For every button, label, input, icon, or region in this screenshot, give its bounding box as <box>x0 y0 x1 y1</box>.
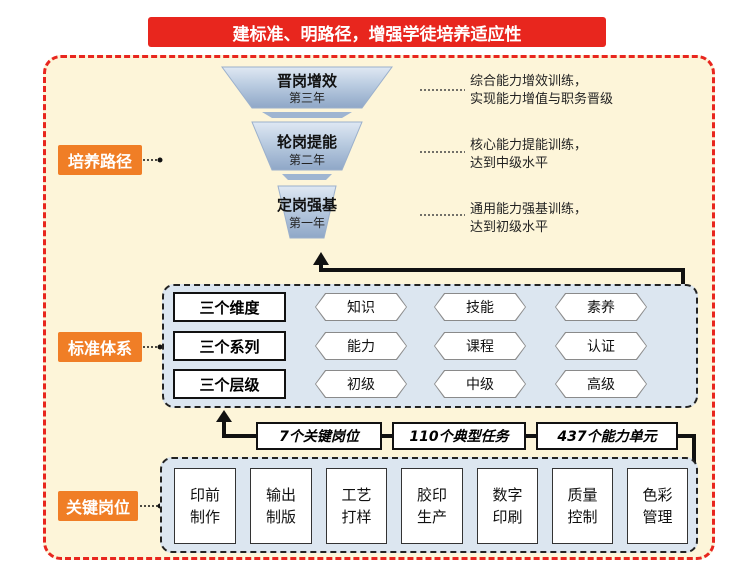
step-line: 质量 <box>567 486 598 504</box>
note-line: 达到中级水平 <box>470 156 549 171</box>
step-line: 印刷 <box>492 508 523 526</box>
hex-label: 课程 <box>435 333 525 359</box>
funnel-arrow-head <box>313 252 329 265</box>
step-box: 胶印生产 <box>401 468 463 544</box>
hex-label: 高级 <box>556 371 646 397</box>
note-line: 通用能力强基训练， <box>470 202 588 217</box>
funnel-tier-3 <box>221 66 393 109</box>
hex-item: 高级 <box>555 370 647 398</box>
hex-label: 初级 <box>316 371 406 397</box>
tier-year: 第三年 <box>288 91 325 105</box>
tier-title: 晋岗增效 <box>276 72 337 90</box>
hex-item: 知识 <box>315 293 407 321</box>
tier-1: 定岗强基 第一年 <box>262 192 352 234</box>
hex-label: 认证 <box>556 333 646 359</box>
step-box: 数字印刷 <box>477 468 538 544</box>
dimension-label: 三个层级 <box>173 369 286 399</box>
step-line: 生产 <box>416 508 447 526</box>
tier-year: 第一年 <box>288 216 325 230</box>
step-box: 质量控制 <box>552 468 613 544</box>
hex-label: 能力 <box>316 333 406 359</box>
step-line: 输出 <box>265 486 296 504</box>
count-tasks: 110个典型任务 <box>392 422 526 450</box>
counts-arrow-head <box>216 410 232 422</box>
tier-2-note: 核心能力提能训练， 达到中级水平 <box>470 137 587 173</box>
note-line: 综合能力增效训练， <box>470 74 588 89</box>
step-line: 管理 <box>642 508 673 526</box>
hex-label: 知识 <box>316 294 406 320</box>
tier-year: 第二年 <box>288 153 325 167</box>
step-box: 输出制版 <box>250 468 312 544</box>
tier-3-note: 综合能力增效训练， 实现能力增值与职务晋级 <box>470 73 613 109</box>
count-units: 437个能力单元 <box>536 422 678 450</box>
count-positions: 7个关键岗位 <box>256 422 382 450</box>
hex-item: 课程 <box>434 332 526 360</box>
page-title: 建标准、明路径，增强学徒培养适应性 <box>148 17 606 47</box>
step-line: 打样 <box>341 508 372 526</box>
tier-2: 轮岗提能 第二年 <box>252 128 362 170</box>
step-line: 印前 <box>189 486 220 504</box>
section-label-position: 关键岗位 <box>58 491 138 521</box>
funnel-tier-2-top <box>262 112 352 118</box>
hex-item: 认证 <box>555 332 647 360</box>
dimension-label: 三个系列 <box>173 331 286 361</box>
funnel-tier-1-top <box>282 174 332 180</box>
step-box: 印前制作 <box>174 468 236 544</box>
note-line: 达到初级水平 <box>470 220 549 235</box>
step-line: 胶印 <box>416 486 447 504</box>
step-box: 色彩管理 <box>627 468 688 544</box>
note-line: 实现能力增值与职务晋级 <box>470 92 614 107</box>
tier-title: 轮岗提能 <box>276 133 337 151</box>
step-line: 控制 <box>567 508 598 526</box>
hex-label: 素养 <box>556 294 646 320</box>
hex-item: 能力 <box>315 332 407 360</box>
funnel-tier-1 <box>277 185 337 239</box>
note-line: 核心能力提能训练， <box>470 138 588 153</box>
dimension-label: 三个维度 <box>173 292 286 322</box>
step-line: 工艺 <box>341 486 372 504</box>
tier-3: 晋岗增效 第三年 <box>222 67 392 108</box>
step-line: 制版 <box>265 508 296 526</box>
hex-label: 技能 <box>435 294 525 320</box>
hex-item: 技能 <box>434 293 526 321</box>
section-label-path: 培养路径 <box>58 145 142 175</box>
step-line: 色彩 <box>642 486 673 504</box>
tier-1-note: 通用能力强基训练， 达到初级水平 <box>470 201 587 237</box>
hex-label: 中级 <box>435 371 525 397</box>
hex-item: 初级 <box>315 370 407 398</box>
step-line: 数字 <box>492 486 523 504</box>
funnel-tier-2 <box>251 121 363 171</box>
section-label-standard: 标准体系 <box>58 332 142 362</box>
step-line: 制作 <box>189 508 220 526</box>
hex-item: 中级 <box>434 370 526 398</box>
hex-item: 素养 <box>555 293 647 321</box>
step-box: 工艺打样 <box>326 468 387 544</box>
tier-title: 定岗强基 <box>276 196 337 214</box>
